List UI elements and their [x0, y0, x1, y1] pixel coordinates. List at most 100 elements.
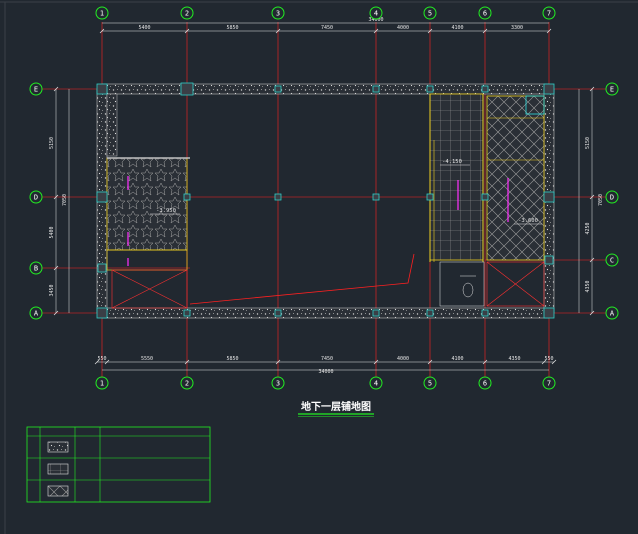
- grid-bubble-left-D-circle: [29, 190, 43, 204]
- dim-top-total: 34000: [368, 17, 383, 23]
- column-1-B: [97, 263, 107, 273]
- grid-bubble-bottom-2-circle: [180, 376, 194, 390]
- legend-border: [26, 426, 211, 503]
- dim-left-tick: [53, 310, 59, 316]
- grid-bubble-top-5: 5: [428, 10, 432, 18]
- dim-bottom-tick: [94, 359, 100, 365]
- room-center-floor: [429, 93, 484, 261]
- corner-shaft: [525, 95, 545, 115]
- washroom-outline: [439, 261, 485, 307]
- dim-right-tick: [589, 86, 595, 92]
- grid-bubble-top-5-circle: [423, 6, 437, 20]
- stair-void-left: [111, 269, 188, 309]
- dim-right-tick: [589, 194, 595, 200]
- dim-bottom-text: 7450: [321, 356, 333, 362]
- dim-top-text: 5400: [138, 25, 150, 31]
- stair-void-right: [486, 261, 545, 307]
- grid-bubble-top-7: 7: [547, 10, 551, 18]
- grid-bubble-left-B: B: [34, 265, 38, 273]
- drawing-title: 地下一层铺地图: [301, 400, 371, 413]
- grid-bubble-bottom-4: 4: [374, 380, 378, 388]
- grid-bubble-top-3: 3: [276, 10, 280, 18]
- dim-right-text: 4350: [585, 280, 591, 292]
- stair-void-right-x: [486, 261, 545, 307]
- dim-bottom-tick: [373, 359, 379, 365]
- dim-right-text: 4250: [585, 222, 591, 234]
- dim-top-tick: [99, 28, 105, 34]
- wall-west-inner: [106, 93, 118, 157]
- column-6: [481, 193, 489, 201]
- dim-bottom-text: 4350: [508, 356, 520, 362]
- column-3: [274, 85, 282, 93]
- dim-bottom-text: 5550: [141, 356, 153, 362]
- column-6: [481, 309, 489, 317]
- column-2: [180, 82, 194, 96]
- tile-grid-icon: [47, 463, 69, 475]
- dim-left-text: 3450: [49, 284, 55, 296]
- dim-bottom-tick: [275, 359, 281, 365]
- dim-top-tick: [275, 28, 281, 34]
- dim-right-total: 7050: [598, 194, 604, 206]
- grid-bubble-top-6: 6: [483, 10, 487, 18]
- elevation-left-room: -3.950: [156, 208, 176, 214]
- grid-bubble-right-E: E: [610, 86, 614, 94]
- dim-left-tick: [53, 265, 59, 271]
- column-7-C: [544, 255, 554, 265]
- dim-left-text: 5150: [49, 137, 55, 149]
- grid-bubble-bottom-7: 7: [547, 380, 551, 388]
- dim-bottom-text: 550: [97, 356, 106, 362]
- dim-left-total: 7050: [62, 194, 68, 206]
- grid-bubble-right-A-circle: [605, 306, 619, 320]
- dim-bottom-text: 4100: [451, 356, 463, 362]
- stair-void-left-x: [111, 269, 188, 309]
- dim-top-text: 4100: [451, 25, 463, 31]
- grid-bubble-bottom-5-circle: [423, 376, 437, 390]
- grid-bubble-bottom-3: 3: [276, 380, 280, 388]
- grid-bubble-left-E: E: [34, 86, 38, 94]
- dim-bottom-total: 34000: [318, 369, 333, 375]
- column-7: [543, 191, 555, 203]
- grid-bubble-top-7-circle: [542, 6, 556, 20]
- dim-right-text: 5150: [585, 137, 591, 149]
- room-right-floor: [486, 95, 545, 261]
- legend-table: [26, 426, 211, 503]
- dim-bottom-text: 5850: [226, 356, 238, 362]
- room-left-floor: [106, 157, 188, 251]
- grid-bubble-bottom-6: 6: [483, 380, 487, 388]
- dim-left-text: 5400: [49, 226, 55, 238]
- ramp-line: [189, 253, 415, 305]
- dim-bottom-tick: [184, 359, 190, 365]
- plan-layer: -3.950-4.150-3.600: [96, 82, 555, 319]
- elevation-right-room: -3.600: [518, 218, 538, 224]
- column-3: [274, 309, 282, 317]
- column-4: [372, 85, 380, 93]
- grid-bubble-bottom-4-circle: [369, 376, 383, 390]
- grid-bubble-top-6-circle: [478, 6, 492, 20]
- dim-left-tick: [53, 194, 59, 200]
- column-1: [96, 307, 108, 319]
- grid-bubble-bottom-5: 5: [428, 380, 432, 388]
- dim-bottom-tick: [427, 359, 433, 365]
- grid-bubble-top-4: 4: [374, 10, 378, 18]
- grid-bubble-left-B-circle: [29, 261, 43, 275]
- dim-bottom-tick: [551, 359, 557, 365]
- column-4: [372, 193, 380, 201]
- dim-bottom-text: 4000: [397, 356, 409, 362]
- toilet-fixture: [462, 282, 474, 298]
- dim-top-text: 7450: [321, 25, 333, 31]
- column-7: [543, 83, 555, 95]
- grid-bubble-left-D: D: [34, 194, 38, 202]
- column-3: [274, 193, 282, 201]
- grid-bubble-bottom-1-circle: [95, 376, 109, 390]
- grid-bubble-top-2: 2: [185, 10, 189, 18]
- dim-top-tick: [546, 28, 552, 34]
- grid-bubble-top-1: 1: [100, 10, 104, 18]
- grid-bubble-right-D-circle: [605, 190, 619, 204]
- room-left-step: [106, 249, 188, 271]
- dim-top-tick: [482, 28, 488, 34]
